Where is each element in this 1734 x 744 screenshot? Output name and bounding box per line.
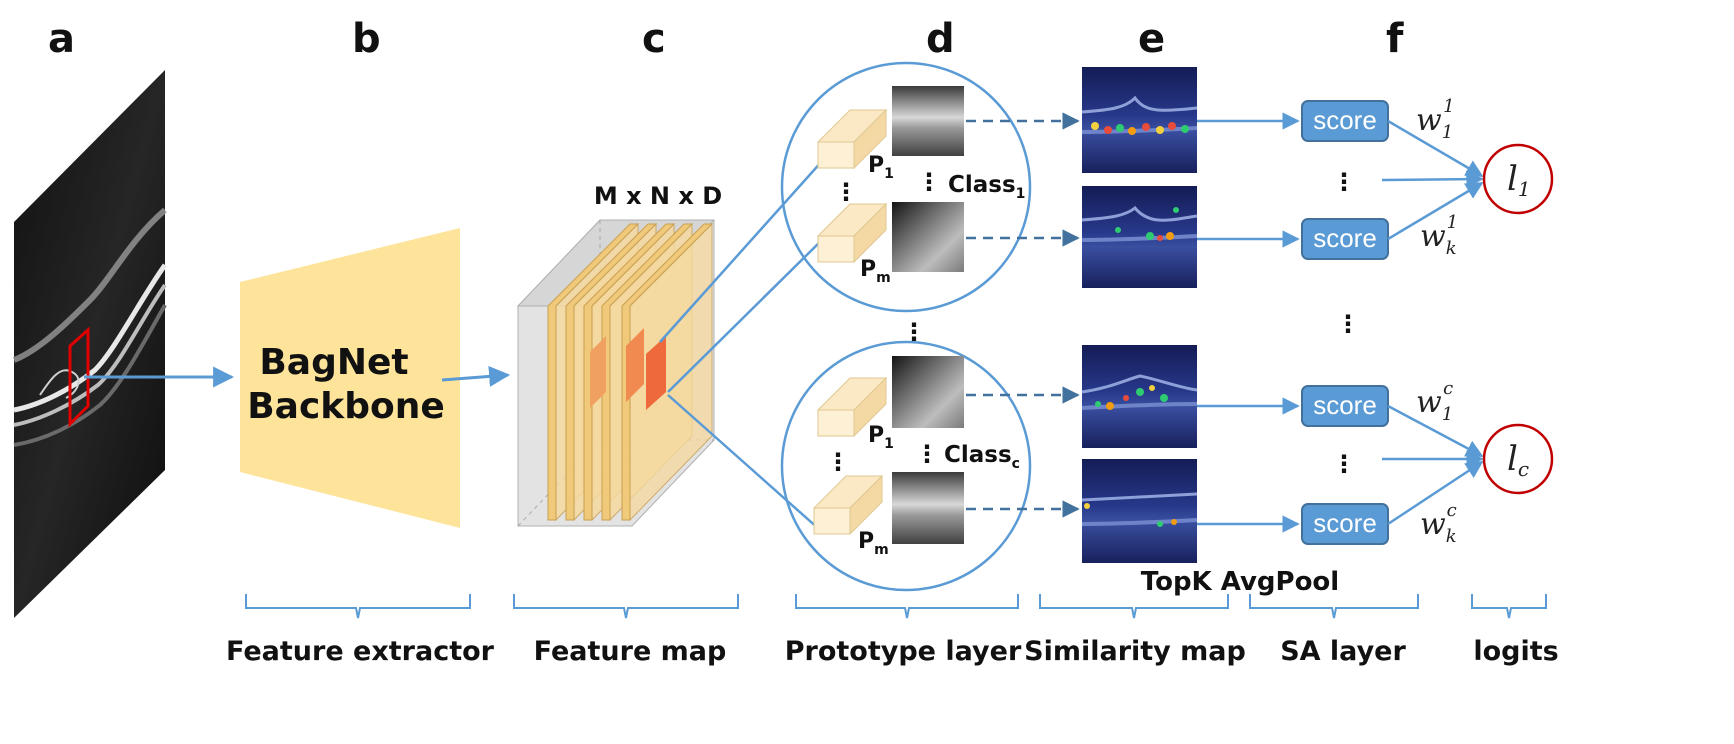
backbone-label-line1: BagNet <box>259 342 408 383</box>
section-label-similarity-map: Similarity map <box>1024 636 1246 667</box>
section-braces <box>245 594 1547 619</box>
prototype-cuboid-pm-class1 <box>816 202 888 264</box>
prototype-circle-classc <box>780 340 1032 592</box>
similarity-map-3 <box>1081 345 1198 448</box>
weight-w1c: w1c <box>1416 378 1453 425</box>
arrow-score2-to-l1 <box>1387 181 1484 241</box>
prototype-cuboid-pm-classc <box>812 474 884 536</box>
score-box-3: score <box>1301 385 1389 427</box>
prototype-patch-pm-class1 <box>892 202 964 272</box>
similarity-map-1 <box>1081 67 1198 173</box>
vertical-ellipsis-classc-mid: ⋮ <box>915 440 939 468</box>
logit-lc: lc <box>1507 439 1529 481</box>
arrow-score4-to-lc <box>1387 460 1484 526</box>
weight-wk1: wk1 <box>1420 212 1458 259</box>
label-class1: Class1 <box>948 172 1025 202</box>
backbone-label-line2: Backbone <box>247 386 445 427</box>
highlight-cell-3 <box>646 336 666 410</box>
logit-circle-lc <box>1482 423 1554 495</box>
arrow-mid-to-l1 <box>1381 170 1484 188</box>
link-feature-to-upper-prototype-2 <box>667 235 827 393</box>
highlight-cell-1 <box>590 336 606 408</box>
prototype-patch-p1-class1 <box>892 86 964 156</box>
label-p1-classc: P1 <box>868 423 894 452</box>
vertical-ellipsis-score-class1: ⋮ <box>1332 168 1356 196</box>
arrow-backbone-to-featuremap <box>441 365 511 387</box>
score-box-1: score <box>1301 100 1389 142</box>
svg-text:score: score <box>1313 223 1377 253</box>
label-classc: Classc <box>944 442 1020 472</box>
prototype-cuboid-p1-class1 <box>816 108 888 170</box>
section-label-sa-layer: SA layer <box>1280 636 1406 667</box>
score-box-2: score <box>1301 218 1389 260</box>
panel-letter-c: c <box>642 16 666 62</box>
weight-wkc: wkc <box>1420 500 1457 547</box>
weight-w11: w11 <box>1416 96 1455 143</box>
brace-similarity-map <box>1039 594 1229 619</box>
logit-l1: l1 <box>1507 159 1531 201</box>
panel-letter-d: d <box>926 16 955 62</box>
section-label-feature-map: Feature map <box>534 636 727 667</box>
brace-feature-extractor <box>245 594 471 619</box>
vertical-ellipsis-classc-left: ⋮ <box>826 448 850 476</box>
oct-scan-image <box>12 70 168 618</box>
panel-letter-e: e <box>1138 16 1165 62</box>
prototype-cuboid-p1-classc <box>816 376 888 438</box>
vertical-ellipsis-between-classes: ⋮ <box>902 318 926 346</box>
brace-sa-layer <box>1249 594 1419 619</box>
label-p1-class1: P1 <box>868 153 894 182</box>
link-feature-to-upper-prototype <box>659 149 833 343</box>
topk-avgpool-label: TopK AvgPool <box>1141 567 1339 597</box>
section-label-logits: logits <box>1473 636 1558 667</box>
panel-letter-f: f <box>1386 16 1404 62</box>
vertical-ellipsis-score-classc: ⋮ <box>1332 450 1356 478</box>
similarity-map-4 <box>1081 459 1198 563</box>
arrow-score1-to-l1 <box>1387 119 1484 178</box>
prototype-patch-p1-classc <box>892 356 964 428</box>
highlight-cell-2 <box>626 328 644 402</box>
brace-prototype-layer <box>795 594 1019 619</box>
backbone-trapezoid <box>240 228 460 528</box>
arrow-score3-to-lc <box>1387 404 1484 458</box>
section-label-prototype-layer: Prototype layer <box>785 636 1022 667</box>
link-feature-to-lower-prototype <box>667 394 821 531</box>
vertical-ellipsis-score-between: ⋮ <box>1336 310 1360 338</box>
label-pm-class1: Pm <box>860 257 891 286</box>
vertical-ellipsis-class1-mid: ⋮ <box>917 168 941 196</box>
logit-circle-l1 <box>1482 143 1554 215</box>
feature-map-dimensions: M x N x D <box>594 182 722 210</box>
prototype-patch-pm-classc <box>892 472 964 544</box>
roi-box <box>68 326 90 428</box>
similarity-map-2 <box>1081 186 1198 288</box>
brace-logits <box>1471 594 1547 619</box>
label-pm-classc: Pm <box>858 529 889 558</box>
brace-feature-map <box>513 594 739 619</box>
panel-letter-b: b <box>352 16 381 62</box>
panel-letter-a: a <box>48 16 75 62</box>
score-box-4: score <box>1301 503 1389 545</box>
feature-map-cube <box>516 219 716 527</box>
prototype-circle-class1 <box>780 61 1032 313</box>
svg-text:score: score <box>1313 390 1377 420</box>
svg-text:score: score <box>1313 508 1377 538</box>
vertical-ellipsis-class1-left: ⋮ <box>834 178 858 206</box>
svg-text:score: score <box>1313 105 1377 135</box>
section-label-feature-extractor: Feature extractor <box>226 636 495 667</box>
